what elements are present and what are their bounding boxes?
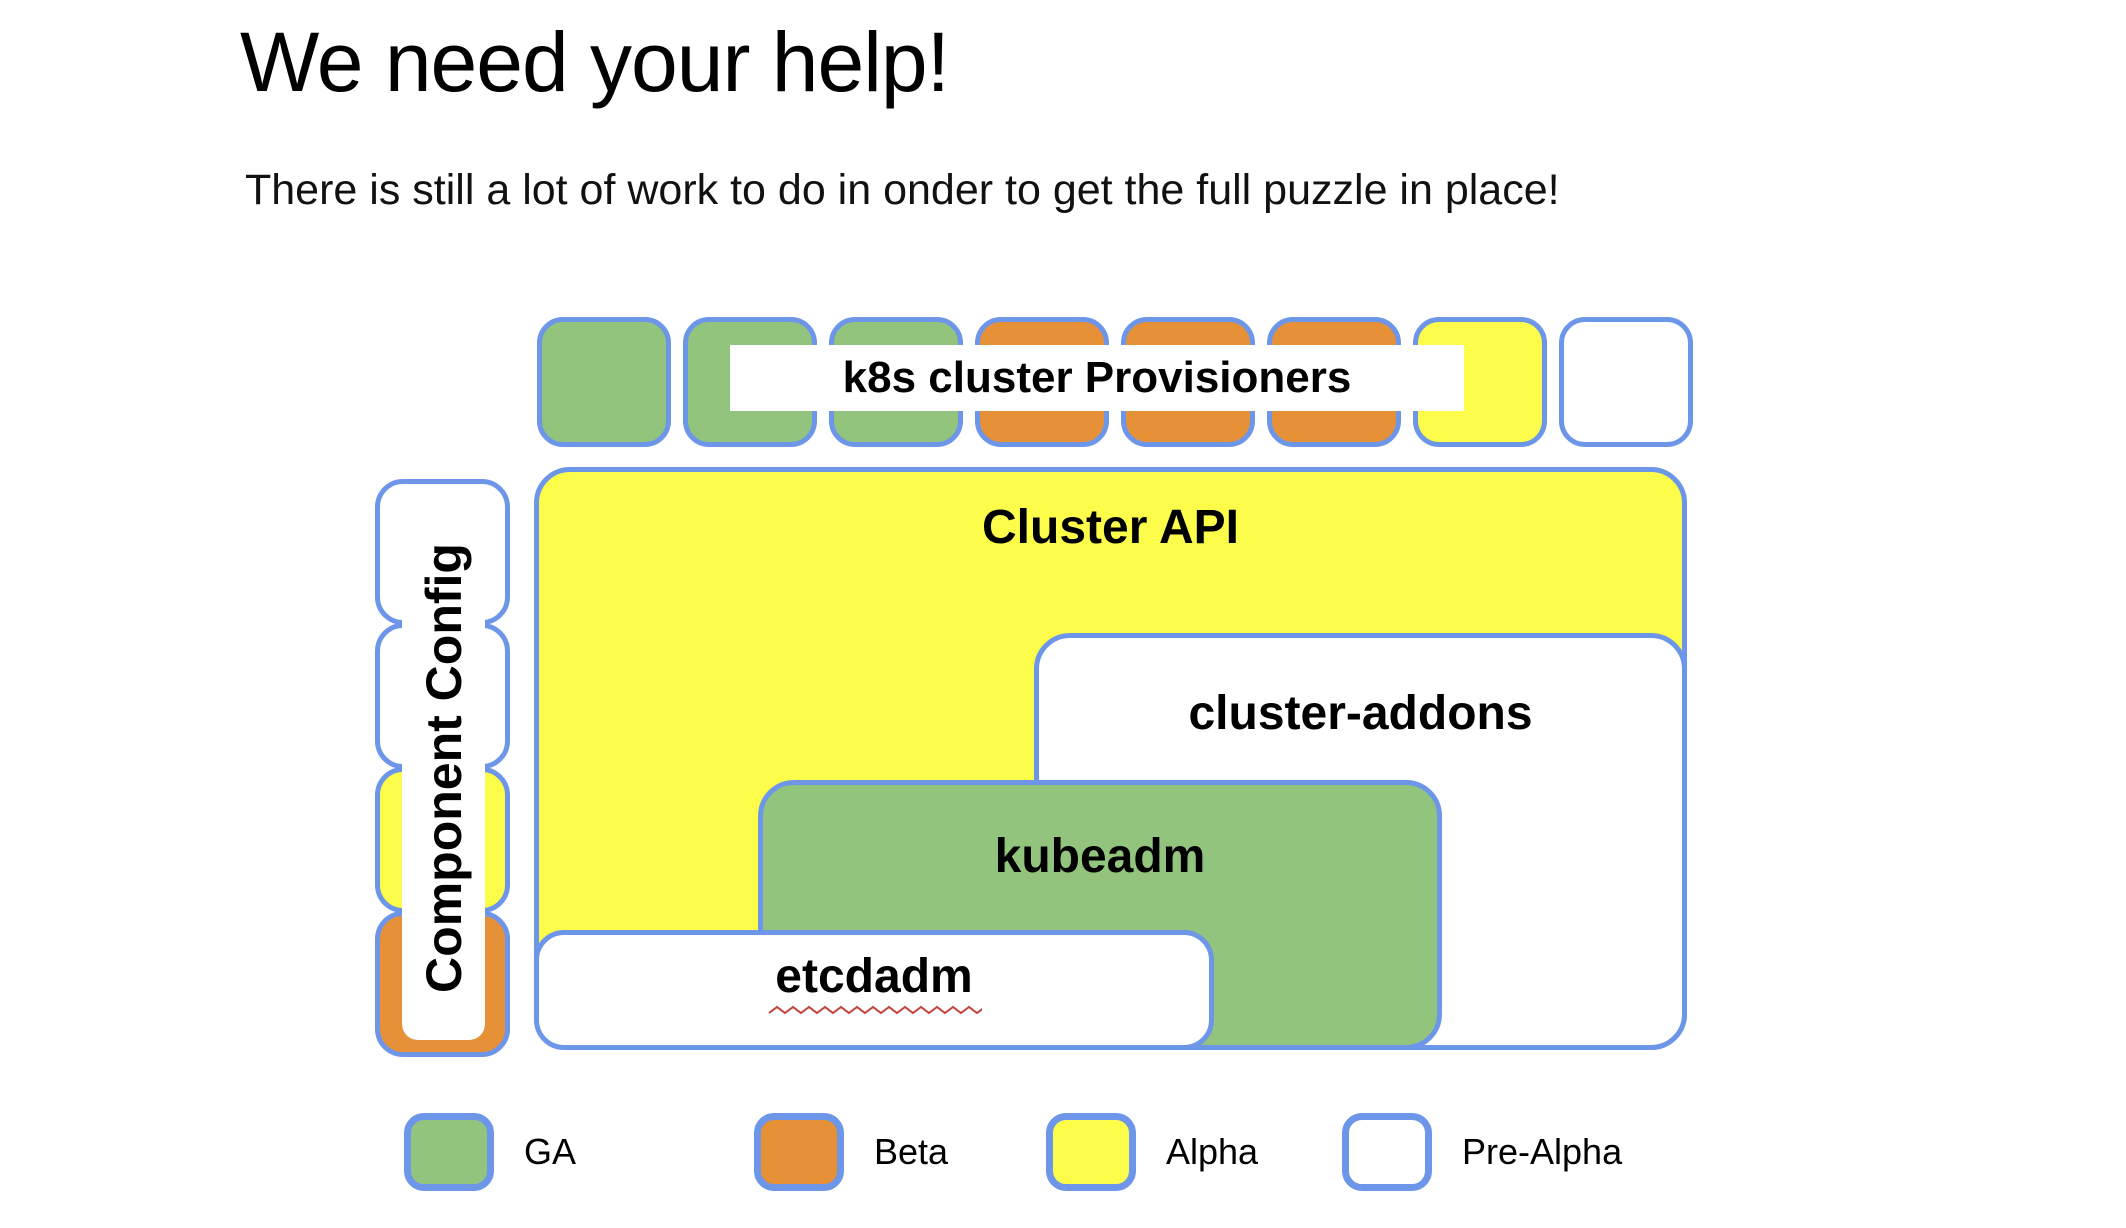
legend-label-alpha: Alpha xyxy=(1166,1131,1259,1172)
component-config-label-box: Component Config xyxy=(402,496,485,1040)
kubeadm-label: kubeadm xyxy=(994,830,1206,883)
legend-item-pre-alpha: Pre-Alpha xyxy=(1342,1113,1622,1191)
page-title: We need your help! xyxy=(240,15,950,109)
legend-swatch-alpha xyxy=(1046,1113,1136,1191)
spellcheck-squiggle xyxy=(539,1004,1209,1016)
legend-label-pre-alpha: Pre-Alpha xyxy=(1462,1131,1623,1172)
page-subtitle: There is still a lot of work to do in on… xyxy=(245,166,1560,214)
etcdadm-box: etcdadm xyxy=(534,930,1214,1050)
etcdadm-label: etcdadm xyxy=(775,950,973,1003)
provisioner-tile-pre-alpha xyxy=(1559,317,1693,447)
legend-label-ga: GA xyxy=(524,1131,577,1172)
legend-swatch-beta xyxy=(754,1113,844,1191)
legend-item-ga: GA xyxy=(404,1113,576,1191)
cluster-api-label: Cluster API xyxy=(982,501,1239,554)
cluster-addons-label: cluster-addons xyxy=(1188,687,1533,740)
provisioners-label: k8s cluster Provisioners xyxy=(730,345,1464,411)
legend-item-beta: Beta xyxy=(754,1113,948,1191)
legend-swatch-ga xyxy=(404,1113,494,1191)
legend-item-alpha: Alpha xyxy=(1046,1113,1258,1191)
provisioner-tile-ga xyxy=(537,317,671,447)
legend-label-beta: Beta xyxy=(874,1131,949,1172)
legend-swatch-pre-alpha xyxy=(1342,1113,1432,1191)
component-config-label: Component Config xyxy=(415,543,472,993)
